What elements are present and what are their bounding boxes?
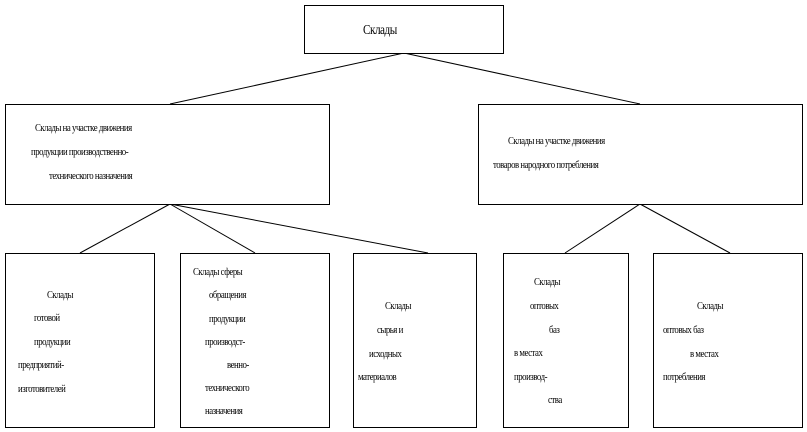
level2-box-consumer: Склады на участке движения товаров народ… bbox=[478, 104, 803, 205]
level2-consumer-line1: Склады на участке движения bbox=[508, 135, 605, 147]
connector-right-leaf4 bbox=[564, 203, 641, 254]
leaf2-line6: технического bbox=[205, 382, 250, 394]
leaf5-line4: потребления bbox=[663, 371, 705, 383]
leaf4-line5: производ- bbox=[514, 371, 548, 383]
leaf5-line2: оптовых баз bbox=[663, 324, 704, 336]
leaf4-line3: баз bbox=[549, 324, 560, 336]
level2-box-production: Склады на участке движения продукции про… bbox=[5, 104, 330, 205]
connector-root-right bbox=[403, 52, 641, 105]
leaf4-line6: ства bbox=[548, 394, 562, 406]
connector-left-leaf3 bbox=[169, 203, 429, 254]
level2-production-line1: Склады на участке движения bbox=[35, 122, 132, 134]
leaf4-line1: Склады bbox=[534, 276, 560, 288]
leaf2-line2: обращения bbox=[209, 289, 247, 301]
root-label: Склады bbox=[363, 23, 397, 38]
connector-root-left bbox=[169, 52, 405, 105]
connector-left-leaf2 bbox=[169, 203, 256, 254]
leaf3-line1: Склады bbox=[385, 300, 411, 312]
leaf3-line3: исходных bbox=[369, 348, 402, 360]
leaf1-line2: готовой bbox=[34, 312, 60, 324]
leaf5-line3: в местах bbox=[690, 348, 719, 360]
leaf1-line4: предприятий- bbox=[18, 359, 64, 371]
root-box: Склады bbox=[304, 5, 504, 54]
leaf1-line3: продукции bbox=[34, 336, 71, 348]
leaf-box-raw-materials: Склады сырья и исходных материалов bbox=[353, 253, 477, 428]
leaf3-line4: материалов bbox=[358, 371, 397, 383]
leaf2-line4: производст- bbox=[205, 336, 245, 348]
leaf1-line5: изготовителей bbox=[18, 383, 66, 395]
connector-left-leaf1 bbox=[79, 203, 171, 254]
leaf4-line2: оптовых bbox=[530, 300, 559, 312]
leaf2-line1: Склады сферы bbox=[193, 266, 243, 278]
leaf4-line4: в местах bbox=[514, 347, 543, 359]
leaf-box-wholesale-consumption: Склады оптовых баз в местах потребления bbox=[653, 253, 803, 428]
leaf5-line1: Склады bbox=[697, 300, 723, 312]
level2-consumer-line2: товаров народного потребления bbox=[493, 159, 599, 171]
level2-production-line3: технического назначения bbox=[49, 170, 133, 182]
connector-right-leaf5 bbox=[639, 203, 731, 254]
leaf1-line1: Склады bbox=[47, 289, 73, 301]
level2-production-line2: продукции производственно- bbox=[31, 146, 129, 158]
leaf3-line2: сырья и bbox=[377, 324, 403, 336]
leaf-box-circulation: Склады сферы обращения продукции произво… bbox=[180, 253, 330, 428]
leaf2-line3: продукции bbox=[209, 313, 246, 325]
leaf-box-finished-goods: Склады готовой продукции предприятий- из… bbox=[5, 253, 155, 428]
leaf2-line5: венно- bbox=[227, 359, 249, 371]
leaf2-line7: назначения bbox=[205, 405, 243, 417]
leaf-box-wholesale-production: Склады оптовых баз в местах производ- ст… bbox=[503, 253, 629, 428]
